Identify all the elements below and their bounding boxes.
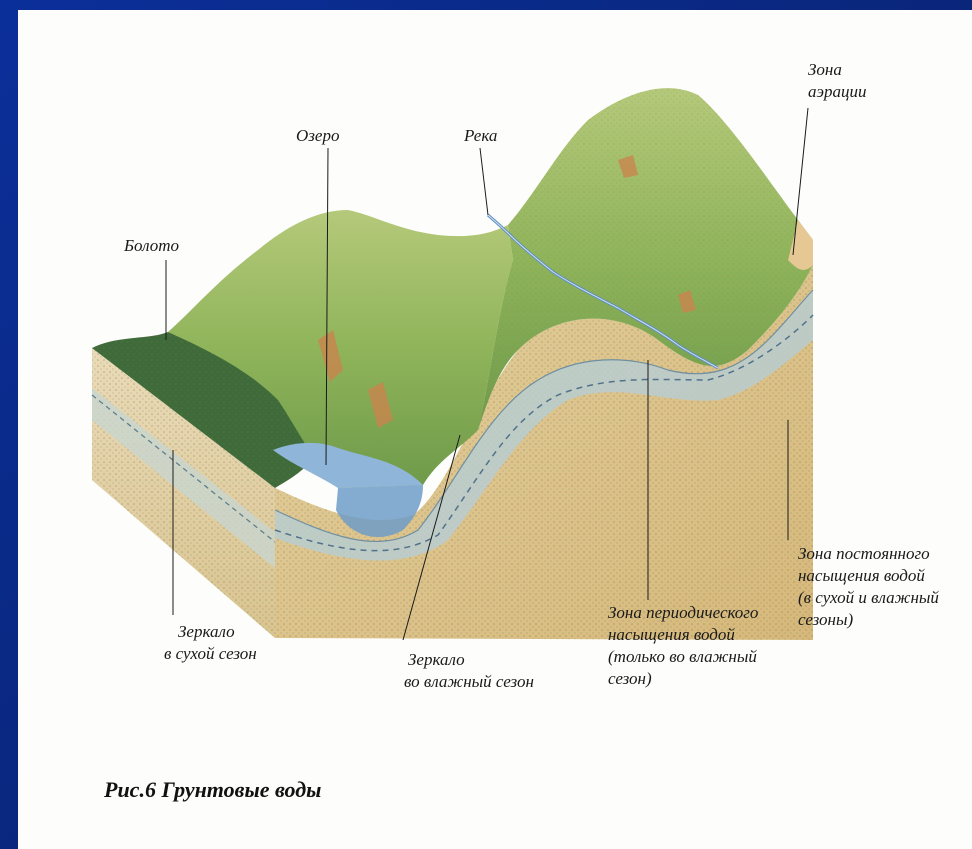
figure-sheet: Болото Озеро Река Зона аэрации Зеркало в… xyxy=(18,10,972,849)
label-wet-mirror-line2: во влажный сезон xyxy=(404,672,534,692)
label-river: Река xyxy=(464,126,497,146)
label-dry-mirror-line2: в сухой сезон xyxy=(164,644,257,664)
label-periodic-line4: сезон) xyxy=(608,669,652,689)
label-periodic-line3: (только во влажный xyxy=(608,647,757,667)
label-swamp: Болото xyxy=(124,236,179,256)
label-aeration-line2: аэрации xyxy=(808,82,867,102)
label-dry-mirror-line1: Зеркало xyxy=(178,622,235,642)
label-permanent-line1: Зона постоянного xyxy=(798,544,930,564)
label-lake: Озеро xyxy=(296,126,339,146)
label-permanent-line3: (в сухой и влажный xyxy=(798,588,939,608)
label-periodic-line1: Зона периодического xyxy=(608,603,758,623)
label-permanent-line2: насыщения водой xyxy=(798,566,925,586)
label-periodic-line2: насыщения водой xyxy=(608,625,735,645)
label-aeration-line1: Зона xyxy=(808,60,842,80)
label-permanent-line4: сезоны) xyxy=(798,610,853,630)
label-wet-mirror-line1: Зеркало xyxy=(408,650,465,670)
figure-caption: Рис.6 Грунтовые воды xyxy=(104,777,321,803)
